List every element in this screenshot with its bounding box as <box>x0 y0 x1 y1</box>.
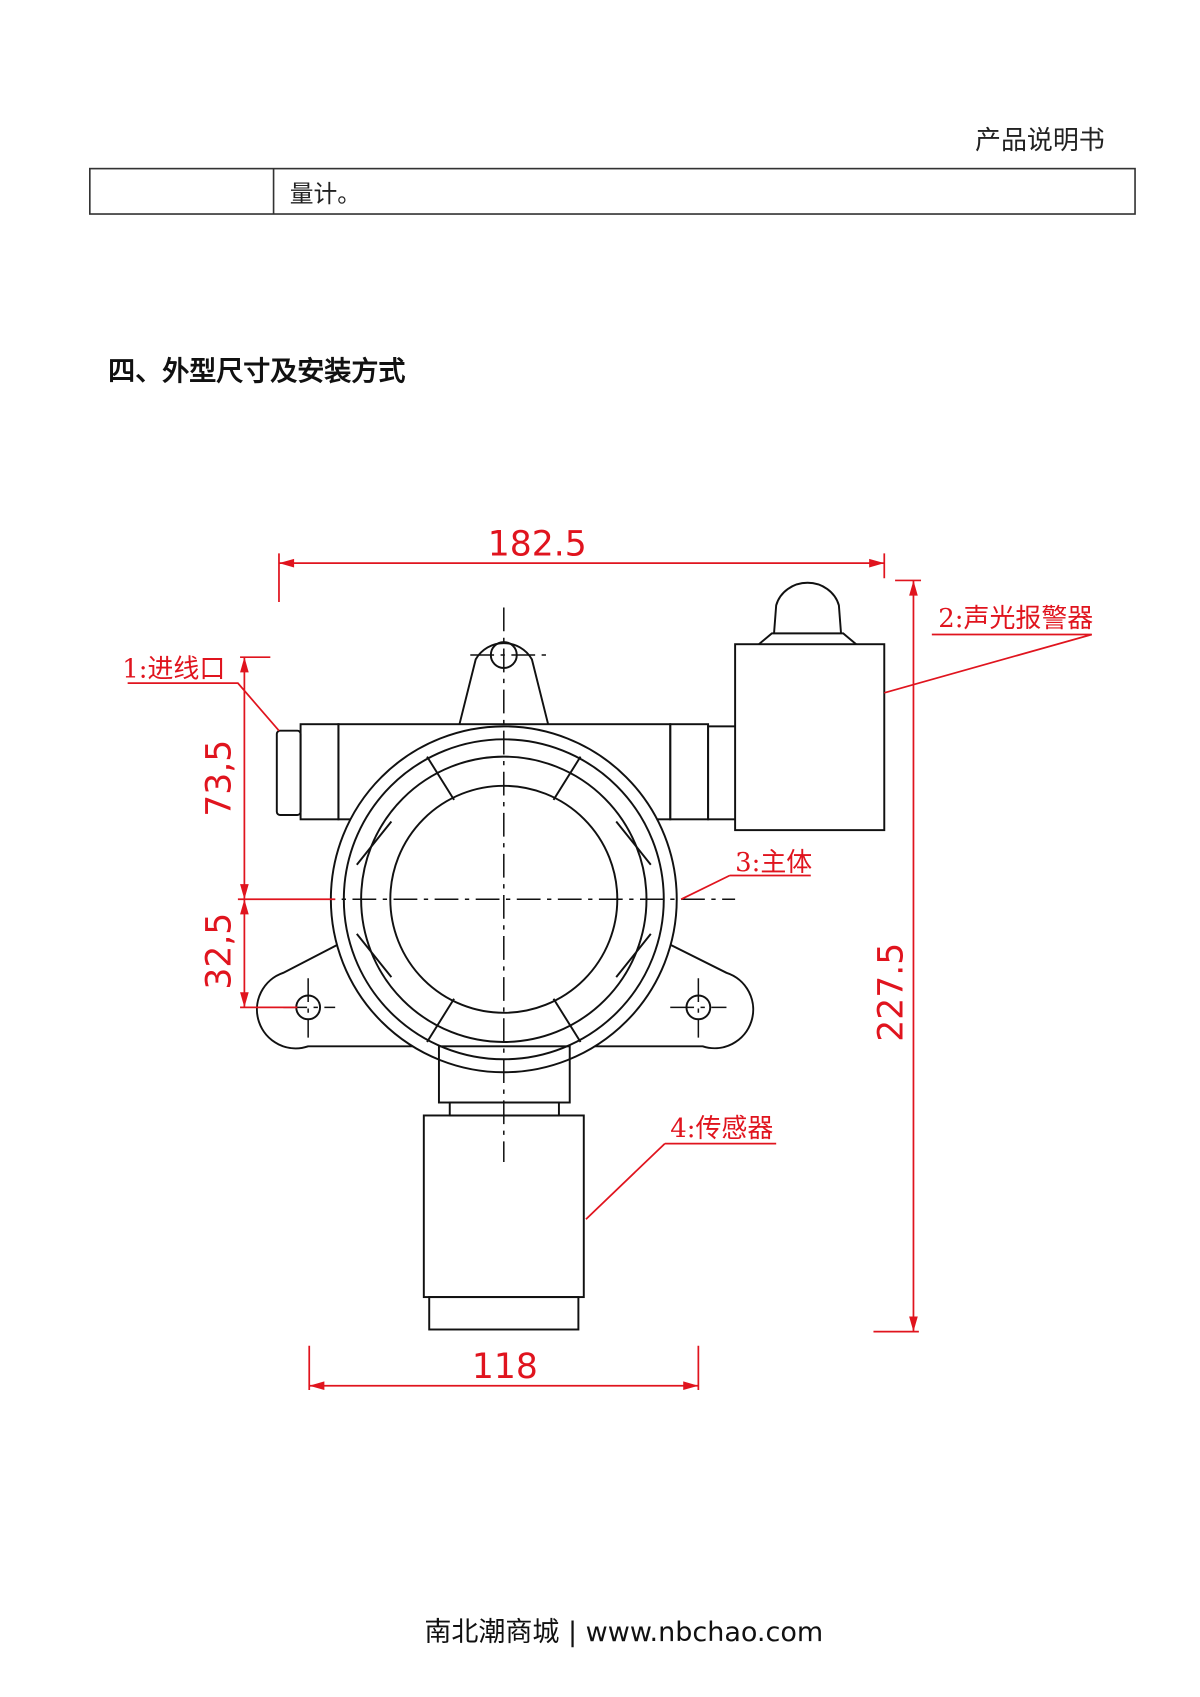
section-heading: 四、外型尺寸及安装方式 <box>108 355 405 387</box>
dim-upper-height: 73,5 <box>199 740 239 817</box>
dim-lower-height: 32,5 <box>199 913 239 990</box>
footer-text: 南北潮商城 | www.nbchao.com <box>424 1617 823 1648</box>
label-sensor: 4:传感器 <box>670 1114 773 1144</box>
table-cell-text: 量计。 <box>290 180 361 208</box>
label-body: 3:主体 <box>735 848 812 878</box>
callouts: 1:进线口 2:声光报警器 3:主体 4:传感器 <box>122 604 1093 1220</box>
dimension-lines: 182.5 118 227.5 73,5 32,5 <box>199 525 922 1391</box>
label-cable-inlet: 1:进线口 <box>122 655 225 685</box>
document-title: 产品说明书 <box>975 126 1105 156</box>
spec-table: 量计。 <box>89 167 1136 215</box>
label-alarm: 2:声光报警器 <box>938 604 1093 634</box>
dim-overall-height: 227.5 <box>872 943 912 1042</box>
dim-overall-width: 182.5 <box>488 525 587 565</box>
dim-mount-width: 118 <box>472 1347 538 1387</box>
device-outline <box>256 581 886 1331</box>
